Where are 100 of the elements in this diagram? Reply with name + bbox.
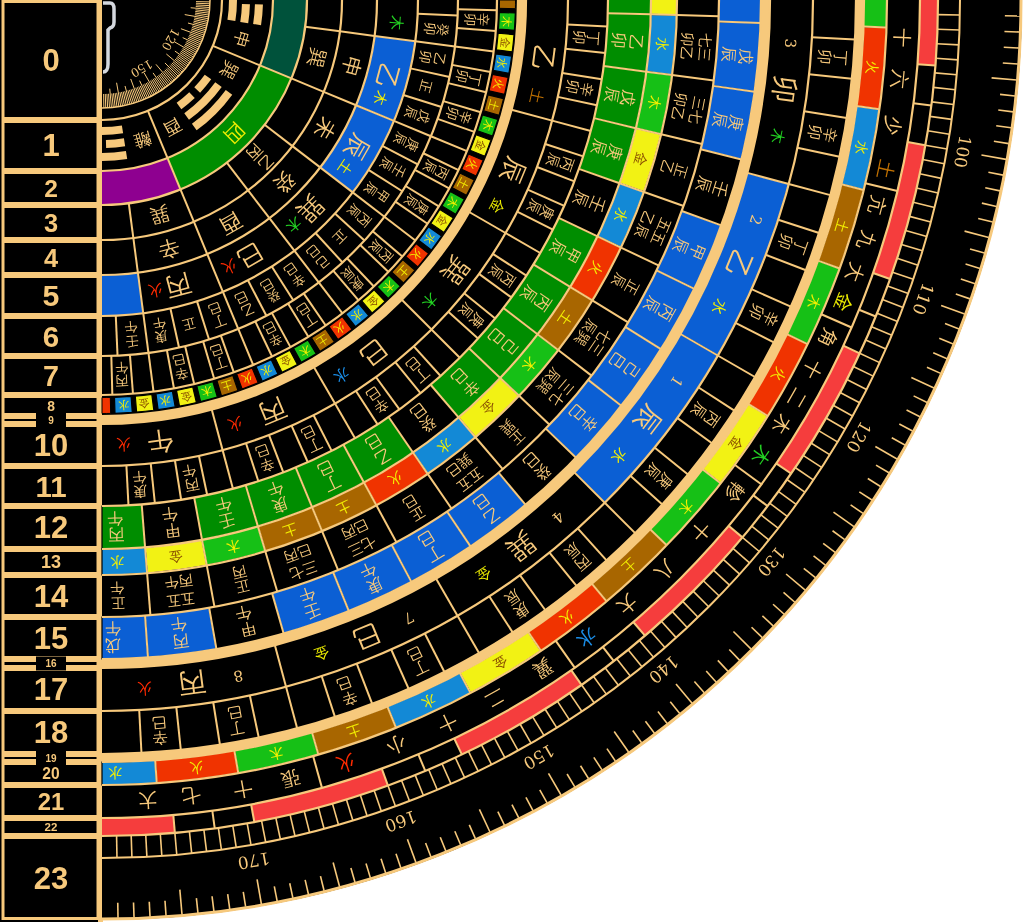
compass-character: 巽 bbox=[147, 201, 172, 228]
compass-character: 巳 bbox=[347, 617, 385, 657]
compass-character: 七 bbox=[180, 784, 202, 809]
degree-number: 160 bbox=[382, 806, 420, 837]
compass-character: 少 bbox=[881, 114, 906, 137]
compass-character: 酉 bbox=[215, 207, 246, 239]
compass-character: 大 bbox=[613, 590, 643, 620]
compass-character: 木 bbox=[645, 94, 664, 111]
compass-character: 丙辰 bbox=[687, 399, 724, 431]
compass-character: 丁卯 bbox=[570, 29, 603, 47]
compass-character: 乙巳 bbox=[468, 490, 504, 529]
compass-character: 火 bbox=[332, 319, 349, 337]
compass-character: 丙辰 bbox=[485, 260, 520, 290]
compass-character: 正 bbox=[417, 78, 436, 96]
ring-number: 4 bbox=[43, 243, 59, 272]
ring-number: 20 bbox=[42, 765, 60, 782]
ring-number: 2 bbox=[44, 174, 58, 202]
compass-character: 庚辰 bbox=[641, 459, 677, 493]
compass-character: 土 bbox=[554, 308, 576, 329]
compass-character: 辛卯 bbox=[804, 123, 841, 144]
compass-character: 金 bbox=[311, 642, 332, 665]
compass-character: 丙辰 bbox=[543, 150, 577, 174]
compass-character: 水 bbox=[419, 690, 439, 712]
compass-character: 丁巳 bbox=[402, 353, 433, 386]
compass-character: 金 bbox=[485, 194, 509, 217]
compass-character: 土 bbox=[314, 331, 331, 349]
compass-character: 午 bbox=[145, 424, 175, 458]
ring-number: 1 bbox=[42, 128, 60, 163]
compass-character: 庚辰 bbox=[588, 137, 628, 163]
compass-character: 辛巳 bbox=[150, 712, 169, 748]
compass-character: 巽 bbox=[435, 251, 475, 291]
compass-character: 癸巳 bbox=[257, 275, 283, 307]
compass-character: 辰 bbox=[628, 399, 670, 440]
compass-character: 正乙 bbox=[656, 158, 691, 181]
compass-character: 壬辰 bbox=[569, 187, 609, 217]
compass-character: 辛卯 bbox=[462, 12, 492, 27]
compass-character: 金 bbox=[830, 289, 858, 316]
compass-character: 戊辰 bbox=[719, 46, 756, 66]
compass-character: 二 bbox=[481, 684, 510, 713]
compass-character: 卯乙 bbox=[678, 31, 697, 61]
compass-character: 金 bbox=[472, 562, 495, 586]
compass-character: 水 bbox=[348, 306, 366, 324]
compass-character: 辛巳 bbox=[252, 441, 276, 475]
compass-character: 癸巳 bbox=[405, 399, 441, 438]
compass-character: 金 bbox=[725, 433, 747, 454]
compass-character: 戊午 bbox=[104, 619, 122, 656]
ring-number: 17 bbox=[33, 672, 69, 707]
compass-character: 十 bbox=[433, 709, 461, 738]
compass-character: 三七 bbox=[686, 95, 708, 126]
compass-character: 辛 bbox=[155, 234, 182, 264]
compass-character: 庚辰 bbox=[523, 196, 558, 223]
compass-character: 丙午 bbox=[180, 461, 201, 495]
ring-number: 9 bbox=[48, 414, 54, 426]
compass-character: 庚午 bbox=[264, 477, 292, 517]
compass-character: 庚辰 bbox=[501, 585, 533, 622]
compass-character: 水 bbox=[421, 230, 439, 247]
compass-character: 木 bbox=[675, 496, 697, 518]
compass-character: 丙辰 bbox=[640, 293, 680, 325]
compass-character: 辛巳 bbox=[564, 400, 603, 437]
compass-character: 丁巳 bbox=[414, 527, 447, 567]
compass-character: 金 bbox=[433, 212, 451, 229]
compass-character: 木 bbox=[387, 15, 407, 32]
compass-character: 土 bbox=[872, 157, 899, 181]
compass-character: 申 bbox=[336, 53, 366, 80]
compass-character: 火 bbox=[333, 750, 359, 777]
compass-character: 未 bbox=[309, 113, 341, 144]
compass-character: 辛巳 bbox=[260, 318, 285, 351]
compass-character: 土 bbox=[832, 217, 852, 236]
compass-character: 辛巳 bbox=[333, 672, 360, 709]
ring-number: 13 bbox=[41, 552, 61, 572]
compass-character: 水 bbox=[607, 444, 631, 468]
compass-character: 庚午 bbox=[356, 558, 387, 598]
compass-character: 水 bbox=[708, 295, 731, 318]
compass-character: 金 bbox=[167, 548, 184, 567]
compass-character: 火 bbox=[464, 157, 481, 173]
ring-number: 10 bbox=[33, 427, 69, 463]
compass-character: 壬午 bbox=[123, 319, 139, 350]
compass-character: 申 bbox=[229, 29, 254, 52]
compass-character: 木 bbox=[224, 537, 242, 556]
compass-character: 丁巳 bbox=[225, 702, 246, 739]
compass-character: 木 bbox=[500, 15, 514, 28]
compass-character: 水 bbox=[259, 362, 275, 379]
compass-character: 六 bbox=[887, 69, 912, 91]
compass-character: 木 bbox=[479, 118, 496, 133]
compass-character: 十 bbox=[891, 27, 915, 48]
compass-character: 火 bbox=[864, 59, 882, 76]
compass-character: 癸卯 bbox=[421, 21, 452, 37]
compass-character: 角 bbox=[814, 325, 843, 352]
compass-character: 亢 bbox=[863, 192, 890, 217]
compass-character: 木 bbox=[370, 89, 391, 108]
compass-character: 大 bbox=[138, 788, 159, 812]
compass-character: 土 bbox=[220, 377, 235, 394]
compass-character: 木 bbox=[199, 384, 214, 400]
sector-number: 3 bbox=[780, 37, 800, 49]
compass-character: 火 bbox=[115, 435, 132, 454]
compass-character: 木 bbox=[380, 278, 398, 296]
compass-character: 丁巳 bbox=[207, 341, 229, 373]
compass-character: 水 bbox=[433, 435, 455, 457]
compass-character: 乙卯 bbox=[417, 49, 449, 68]
compass-character: 庚辰 bbox=[709, 110, 748, 133]
